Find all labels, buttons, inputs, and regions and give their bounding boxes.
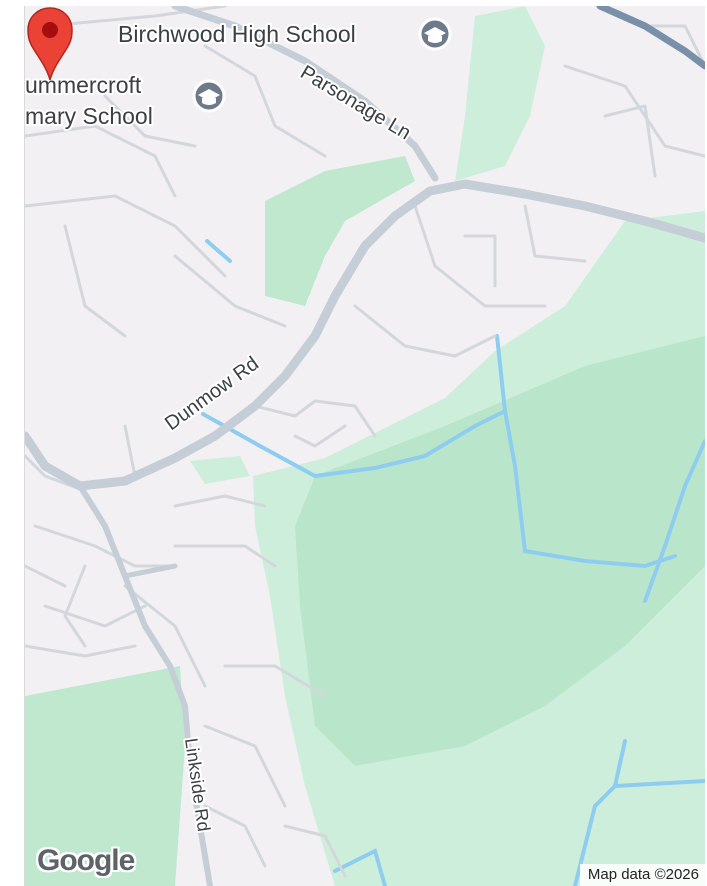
road-parsonage xyxy=(171,6,439,182)
label-parsonage-ln: Parsonage Ln xyxy=(296,61,414,144)
label-dunmow-rd: Dunmow Rd xyxy=(161,353,263,435)
label-linkside-rd: Linkside Rd xyxy=(181,737,214,833)
road-dunmow xyxy=(25,179,705,491)
park-area-dark xyxy=(295,336,705,766)
water-lines xyxy=(201,239,705,886)
river-northeast xyxy=(596,6,705,70)
park-area-southwest xyxy=(25,666,185,886)
major-roads xyxy=(25,6,705,886)
graduation-cap-icon[interactable] xyxy=(192,79,226,113)
park-area-southeast xyxy=(545,766,705,886)
red-map-pin-icon[interactable] xyxy=(25,6,75,82)
park-area-small xyxy=(190,456,250,484)
google-logo[interactable]: Google xyxy=(37,844,135,877)
road-linkside xyxy=(77,483,213,886)
map-layers: Birchwood High School ummercroft mary Sc… xyxy=(25,6,705,886)
label-birchwood-high-school[interactable]: Birchwood High School xyxy=(116,19,358,49)
map-attribution[interactable]: Map data ©2026 xyxy=(579,864,705,886)
graduation-cap-icon[interactable] xyxy=(418,17,452,51)
map-canvas[interactable]: Birchwood High School ummercroft mary Sc… xyxy=(24,6,705,886)
minor-roads xyxy=(25,6,705,878)
label-primary-school-line2[interactable]: mary School xyxy=(25,101,155,131)
label-primary-school-line1[interactable]: ummercroft xyxy=(25,70,144,100)
park-area-top xyxy=(455,6,545,181)
park-area-north xyxy=(265,156,415,306)
